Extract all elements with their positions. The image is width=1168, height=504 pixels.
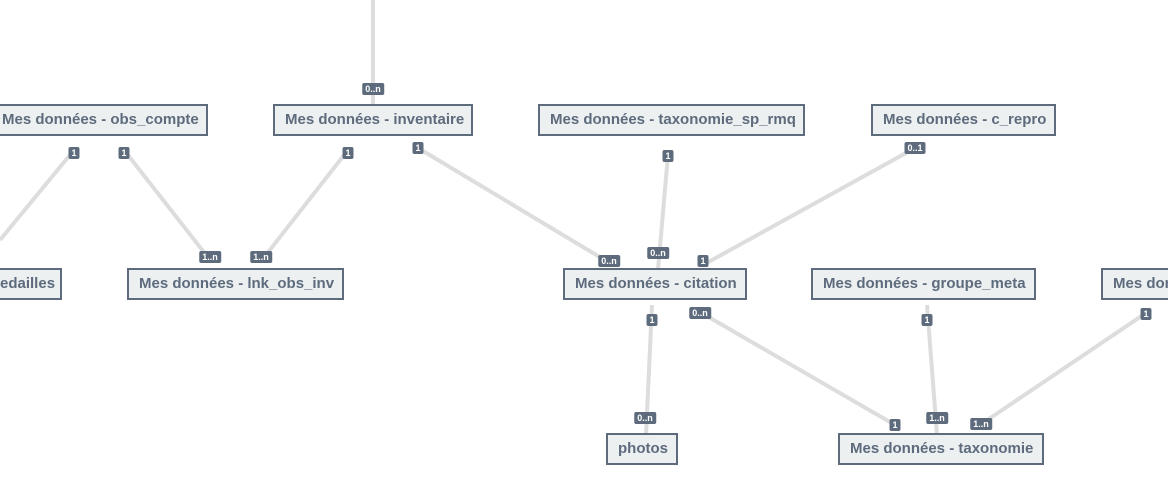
- cardinality-badge: 1: [342, 147, 354, 159]
- table-c-repro[interactable]: Mes données - c_repro: [871, 104, 1056, 136]
- edge-right-taxonomie: [978, 311, 1148, 427]
- edge-inventaire-citation: [416, 146, 610, 264]
- table-citation[interactable]: Mes données - citation: [563, 268, 747, 300]
- table-medailles[interactable]: edailles: [0, 268, 62, 300]
- edge-inventaire-lnk: [260, 148, 350, 262]
- cardinality-badge: 1: [68, 147, 80, 159]
- cardinality-badge: 1: [889, 419, 901, 431]
- cardinality-badge: 1: [412, 142, 424, 154]
- cardinality-badge: 1..n: [970, 418, 992, 430]
- cardinality-badge: 1..n: [199, 251, 221, 263]
- edge-citation-taxonomie: [698, 310, 897, 427]
- table-groupe-meta[interactable]: Mes données - groupe_meta: [811, 268, 1036, 300]
- edge-obs-compte-lnk: [122, 148, 212, 262]
- cardinality-badge: 1: [921, 314, 933, 326]
- table-inventaire[interactable]: Mes données - inventaire: [273, 104, 473, 136]
- cardinality-badge: 0..n: [362, 83, 384, 95]
- cardinality-badge: 1: [118, 147, 130, 159]
- cardinality-badge: 0..n: [634, 412, 656, 424]
- table-taxonomie-sp-rmq[interactable]: Mes données - taxonomie_sp_rmq: [538, 104, 805, 136]
- cardinality-badge: 0..n: [598, 255, 620, 267]
- cardinality-badge: 0..1: [904, 142, 926, 154]
- table-lnk-obs-inv[interactable]: Mes données - lnk_obs_inv: [127, 268, 344, 300]
- cardinality-badge: 1: [646, 314, 658, 326]
- cardinality-badge: 1..n: [926, 412, 948, 424]
- cardinality-badge: 1..n: [250, 251, 272, 263]
- cardinality-badge: 1: [1140, 308, 1152, 320]
- cardinality-badge: 1: [662, 150, 674, 162]
- edge-crepro-citation: [702, 146, 916, 267]
- table-right-partial[interactable]: Mes don: [1101, 268, 1168, 300]
- cardinality-badge: 0..n: [689, 307, 711, 319]
- edge-obs-compte-medailles: [0, 148, 76, 242]
- cardinality-badge: 1: [697, 255, 709, 267]
- table-taxonomie[interactable]: Mes données - taxonomie: [838, 433, 1044, 465]
- cardinality-badge: 0..n: [647, 247, 669, 259]
- table-obs-compte[interactable]: Mes données - obs_compte: [0, 104, 208, 136]
- table-photos[interactable]: photos: [606, 433, 678, 465]
